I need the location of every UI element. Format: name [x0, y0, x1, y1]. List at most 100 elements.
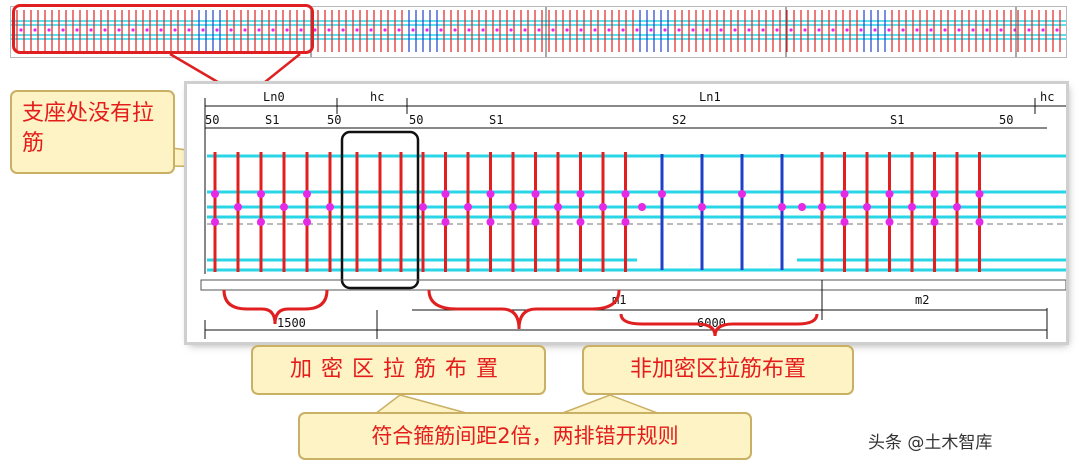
strip-tie-dot [565, 28, 569, 32]
strip-tie-dot [1027, 28, 1031, 32]
brace-dense-mid [427, 289, 621, 330]
strip-tie-dot [537, 28, 541, 32]
watermark: 头条 @土木智库 [868, 433, 993, 453]
tie-dot [698, 203, 706, 211]
strip-tie-dot [887, 28, 891, 32]
strip-tie-dot [971, 28, 975, 32]
strip-tie-dot [229, 28, 233, 32]
strip-tie-dot [355, 28, 359, 32]
tie-dot [930, 190, 939, 198]
tie-dot [419, 203, 427, 211]
rebar-layer [207, 152, 1066, 272]
strip-tie-dot [999, 28, 1003, 32]
label-s1-mid: S1 [489, 113, 503, 127]
strip-tie-dot [425, 28, 429, 32]
strip-tie-dot [803, 28, 807, 32]
tie-dot [908, 203, 916, 211]
tie-dot [738, 190, 746, 198]
tie-dot [975, 190, 984, 198]
tie-dot [211, 218, 219, 226]
strip-tie-dot [481, 28, 485, 32]
tie-dot [441, 218, 450, 226]
callout-support-no-ties: 支座处没有拉筋 [10, 90, 175, 174]
strip-tie-dot [901, 28, 905, 32]
strip-tie-dot [33, 28, 37, 32]
tie-dot [234, 203, 242, 211]
tie-dot [486, 218, 495, 226]
strip-tie-dot [271, 28, 275, 32]
strip-tie-dot [439, 28, 443, 32]
tie-dot [885, 190, 894, 198]
strip-tie-dot [607, 28, 611, 32]
tie-dot [975, 218, 984, 226]
strip-tie-dot [495, 28, 499, 32]
strip-tie-dot [551, 28, 555, 32]
label-ln1: Ln1 [699, 90, 721, 104]
tie-dot [280, 203, 288, 211]
label-m2: m2 [915, 293, 929, 307]
tie-dot [930, 218, 939, 226]
tie-dot [326, 203, 334, 211]
label-1500: 1500 [277, 316, 306, 330]
tie-dot [778, 203, 786, 211]
strip-tie-dot [775, 28, 779, 32]
strip-tie-dot [369, 28, 373, 32]
strip-tie-dot [915, 28, 919, 32]
strip-tie-dot [705, 28, 709, 32]
tie-dot [818, 203, 826, 211]
strip-tie-dot [635, 28, 639, 32]
strip-tie-dot [1055, 28, 1059, 32]
tie-dot [257, 218, 265, 226]
strip-tie-dot [873, 28, 877, 32]
brace-dense-left [222, 289, 329, 325]
label-s1-left: S1 [265, 113, 279, 127]
tie-dot [840, 190, 849, 198]
strip-tie-dot [761, 28, 765, 32]
strip-tie-dot [957, 28, 961, 32]
label-m1: m1 [612, 293, 626, 307]
callout-non-dense-text: 非加密区拉筋布置 [629, 357, 806, 382]
tie-dot [554, 203, 562, 211]
strip-tie-dot [509, 28, 513, 32]
strip-tie-dot [383, 28, 387, 32]
tie-dot [638, 203, 646, 211]
tie-dot [599, 203, 607, 211]
strip-tie-dot [173, 28, 177, 32]
overview-strip [10, 6, 1067, 58]
tie-dot [531, 218, 540, 226]
callout-support-text: 支座处没有拉筋 [22, 101, 155, 156]
tie-dot [621, 218, 630, 226]
strip-tie-dot [187, 28, 191, 32]
strip-tie-dot [285, 28, 289, 32]
strip-tie-dot [215, 28, 219, 32]
tie-dot [953, 203, 961, 211]
strip-tie-dot [733, 28, 737, 32]
label-s2: S2 [672, 113, 686, 127]
strip-tie-dot [747, 28, 751, 32]
strip-tie-dot [453, 28, 457, 32]
strip-tie-dot [579, 28, 583, 32]
label-50-b: 50 [327, 113, 341, 127]
tie-dot [257, 190, 265, 198]
strip-tie-dot [75, 28, 79, 32]
tie-dot [576, 218, 585, 226]
strip-tie-dot [103, 28, 107, 32]
strip-tie-dot [299, 28, 303, 32]
strip-tie-dot [593, 28, 597, 32]
strip-tie-dot [691, 28, 695, 32]
strip-tie-dot [859, 28, 863, 32]
callout-dense-text: 加密区拉筋布置 [289, 357, 507, 382]
strip-tie-dot [411, 28, 415, 32]
label-s1-right: S1 [890, 113, 904, 127]
strip-tie-dot [621, 28, 625, 32]
strip-tie-dot [145, 28, 149, 32]
tie-dot [303, 190, 311, 198]
strip-tie-dot [243, 28, 247, 32]
tie-dot [863, 203, 871, 211]
strip-tie-dot [831, 28, 835, 32]
strip-tie-dot [789, 28, 793, 32]
strip-tie-dot [117, 28, 121, 32]
strip-tie-dot [397, 28, 401, 32]
strip-tie-dot [201, 28, 205, 32]
strip-tie-dot [131, 28, 135, 32]
